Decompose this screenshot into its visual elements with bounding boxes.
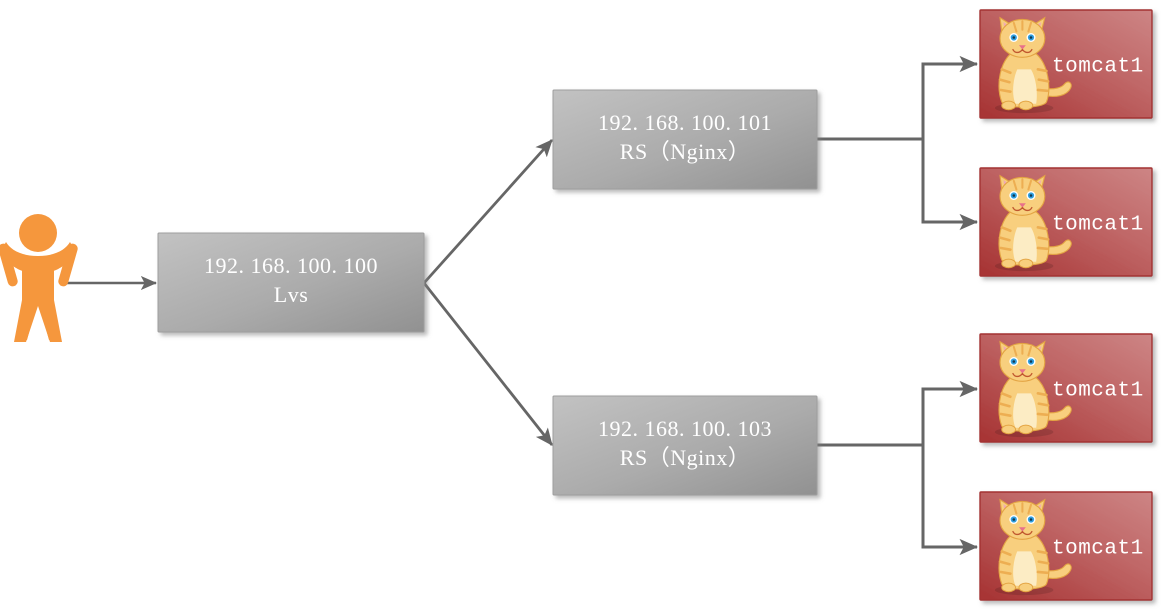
node-real-server-1-role: RS（Nginx） — [620, 139, 750, 164]
node-tomcat-2-label: tomcat1 — [1052, 214, 1144, 237]
node-real-server-1[interactable]: 192. 168. 100. 101 RS（Nginx） — [552, 89, 818, 190]
node-real-server-2[interactable]: 192. 168. 100. 103 RS（Nginx） — [552, 395, 818, 496]
connector-lvs-to-rs1 — [422, 139, 554, 284]
node-lvs-role: Lvs — [274, 282, 309, 307]
node-real-server-2-box[interactable] — [552, 395, 818, 496]
node-tomcat-3-label: tomcat1 — [1052, 380, 1144, 403]
node-tomcat-2[interactable]: tomcat1 — [979, 167, 1153, 277]
node-tomcat-4[interactable]: tomcat1 — [979, 491, 1153, 601]
node-real-server-1-ip: 192. 168. 100. 101 — [598, 110, 772, 135]
node-lvs[interactable]: 192. 168. 100. 100 Lvs — [157, 232, 425, 333]
node-real-server-1-box[interactable] — [552, 89, 818, 190]
user-person-icon — [0, 214, 78, 342]
tomcat-cat-icon — [994, 16, 1072, 114]
node-tomcat-1-label: tomcat1 — [1052, 56, 1144, 79]
connector-layer — [64, 55, 979, 556]
node-tomcat-4-label: tomcat1 — [1052, 538, 1144, 561]
node-real-server-2-role: RS（Nginx） — [620, 445, 750, 470]
tomcat-cat-icon — [994, 174, 1072, 272]
node-lvs-ip: 192. 168. 100. 100 — [204, 253, 378, 278]
node-tomcat-1[interactable]: tomcat1 — [979, 9, 1153, 119]
connector-rs1-bus — [815, 62, 925, 224]
connector-rs2-bus — [815, 387, 925, 549]
tomcat-cat-icon — [994, 498, 1072, 596]
connector-lvs-to-rs2 — [422, 282, 554, 446]
node-tomcat-3[interactable]: tomcat1 — [979, 333, 1153, 443]
node-lvs-box[interactable] — [157, 232, 425, 333]
node-real-server-2-ip: 192. 168. 100. 103 — [598, 416, 772, 441]
tomcat-cat-icon — [994, 340, 1072, 438]
